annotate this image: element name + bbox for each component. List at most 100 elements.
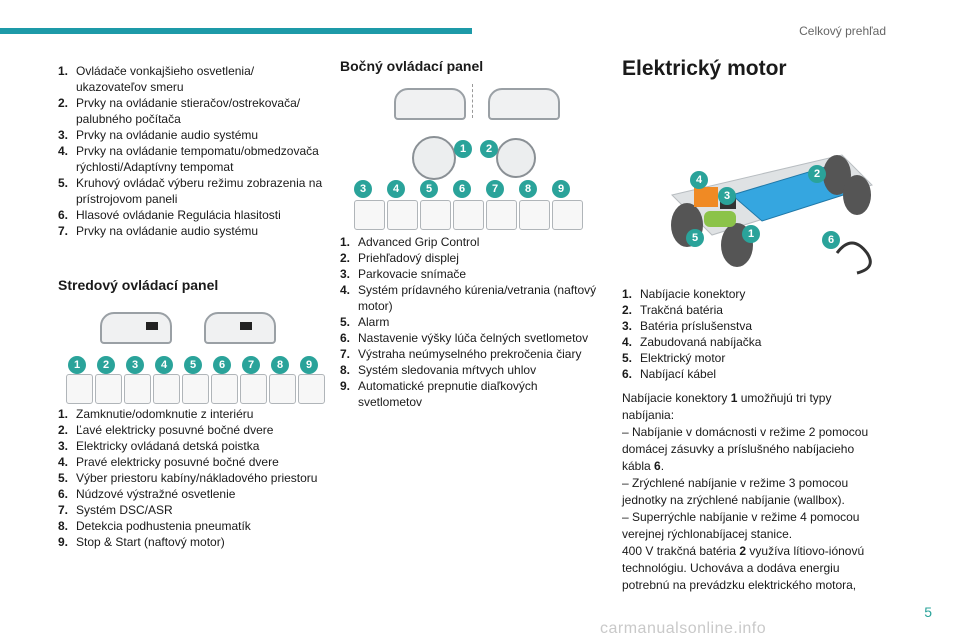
list-item-text: Zamknutie/odomknutie z interiéru: [76, 407, 254, 421]
wheel-rear-right-icon: [843, 175, 871, 215]
list-item-text: Parkovacie snímače: [358, 267, 467, 281]
list-item: 7. Prvky na ovládanie audio systému: [58, 223, 328, 239]
callout-badge: 1: [68, 356, 86, 374]
list-item-number: 1.: [58, 64, 69, 78]
list-item: 5.Kruhový ovládač výberu režimu zobrazen…: [58, 175, 328, 207]
list-item-number: 5.: [58, 176, 69, 190]
list-item-text: Prvky na ovládanie stieračov/ostrekovača…: [76, 96, 301, 126]
list-item-text: Hlasové ovládanie Regulácia hlasitosti: [76, 208, 281, 222]
list-item: 5.Výber priestoru kabíny/nákladového pri…: [58, 470, 328, 486]
motor-icon: [704, 211, 736, 227]
list-item-text: Alarm: [358, 315, 390, 329]
list-item-number: 7.: [340, 347, 351, 361]
list-item-number: 4.: [58, 455, 69, 469]
list-item-number: 2.: [58, 423, 69, 437]
list-item-number: 8.: [58, 519, 69, 533]
callout-badge: 8: [271, 356, 289, 374]
list-item-number: 6.: [58, 208, 69, 222]
list-item: 7. Systém DSC/ASR: [58, 502, 328, 518]
list-item-number: 7.: [58, 224, 69, 238]
list-item: 3.Elektricky ovládaná detská poistka: [58, 438, 328, 454]
control-button-icon: [486, 200, 517, 230]
steering-controls-list: 1. Ovládače vonkajšieho osvetlenia/ ukazo…: [58, 63, 328, 239]
control-button-icon: [95, 374, 122, 404]
list-item-number: 8.: [340, 363, 351, 377]
list-item-number: 3.: [622, 319, 633, 333]
list-item: 9. Automatické prepnutie diaľkových svetl…: [340, 378, 602, 410]
control-button-icon: [552, 200, 583, 230]
list-item: 1.Nabíjacie konektory: [622, 286, 884, 302]
list-item-text: Batéria príslušenstva: [640, 319, 753, 333]
list-item-number: 6.: [622, 367, 633, 381]
battery-description: 400 V trakčná batéria 2 využíva lítiovo-…: [622, 544, 865, 592]
list-item-text: Stop & Start (naftový motor): [76, 535, 225, 549]
list-item: 4.Zabudovaná nabíjačka: [622, 334, 884, 350]
control-button-icon: [269, 374, 296, 404]
control-button-icon: [420, 200, 451, 230]
center-panel-heading: Stredový ovládací panel: [58, 277, 219, 293]
electric-motor-heading: Elektrický motor: [622, 57, 787, 80]
control-button-icon: [182, 374, 209, 404]
side-panel-cluster: [412, 136, 456, 180]
page-number: 5: [924, 604, 932, 620]
control-button-icon: [387, 200, 418, 230]
list-item: 4.Pravé elektricky posuvné bočné dvere: [58, 454, 328, 470]
list-item-number: 2.: [622, 303, 633, 317]
side-panel-divider: [472, 84, 473, 118]
callout-badge: 2: [808, 165, 826, 183]
list-item: 3. Parkovacie snímače: [340, 266, 602, 282]
list-item-number: 9.: [58, 535, 69, 549]
callout-badge: 6: [453, 180, 471, 198]
side-panel-heading: Bočný ovládací panel: [340, 58, 484, 74]
list-item-text: Systém DSC/ASR: [76, 503, 173, 517]
side-wheel-right: [488, 88, 560, 120]
list-item-text: Nabíjací kábel: [640, 367, 717, 381]
callout-badge: 7: [486, 180, 504, 198]
list-item-text: Prvky na ovládanie audio systému: [76, 224, 259, 238]
control-button-icon: [354, 200, 385, 230]
list-item: 1.Zamknutie/odomknutie z interiéru: [58, 406, 328, 422]
list-item-text: Núdzové výstražné osvetlenie: [76, 487, 236, 501]
callout-badge: 4: [387, 180, 405, 198]
callout-badge: 4: [155, 356, 173, 374]
list-item: 2.Priehľadový displej: [340, 250, 602, 266]
callout-badge: 2: [97, 356, 115, 374]
control-button-icon: [153, 374, 180, 404]
callout-badge: 8: [519, 180, 537, 198]
callout-badge: 4: [690, 171, 708, 189]
section-title: Celkový prehľad: [799, 24, 886, 38]
list-item: 4.Systém prídavného kúrenia/vetrania (na…: [340, 282, 602, 314]
list-item: 5.Elektrický motor: [622, 350, 884, 366]
watermark: carmanualsonline.info: [600, 620, 767, 637]
list-item-text: Výstraha neúmyselného prekročenia čiary: [358, 347, 582, 361]
list-item-text: Systém prídavného kúrenia/vetrania (naft…: [358, 283, 597, 313]
callout-badge: 5: [420, 180, 438, 198]
control-button-icon: [240, 374, 267, 404]
list-item-text: Detekcia podhustenia pneumatík: [76, 519, 251, 533]
list-item-text: Automatické prepnutie diaľkových svetlom…: [358, 379, 538, 409]
list-item: 6. Nabíjací kábel: [622, 366, 884, 382]
side-wheel-left: [394, 88, 466, 120]
list-item-number: 5.: [340, 315, 351, 329]
list-item-text: Ovládače vonkajšieho osvetlenia/ ukazova…: [76, 64, 255, 94]
list-item-number: 9.: [340, 379, 351, 393]
list-item: 6.Nastavenie výšky lúča čelných svetlome…: [340, 330, 602, 346]
callout-badge: 5: [686, 229, 704, 247]
callout-badge: 9: [552, 180, 570, 198]
list-item-number: 3.: [340, 267, 351, 281]
list-item-text: Ľavé elektricky posuvné bočné dvere: [76, 423, 274, 437]
list-item-number: 4.: [622, 335, 633, 349]
callout-badge: 3: [354, 180, 372, 198]
list-item-number: 7.: [58, 503, 69, 517]
list-item-text: Advanced Grip Control: [358, 235, 480, 249]
callout-badge: 7: [242, 356, 260, 374]
callout-badge: 3: [718, 187, 736, 205]
charging-cable-icon: [835, 241, 872, 275]
callout-badge: 5: [184, 356, 202, 374]
callout-badge: 3: [126, 356, 144, 374]
